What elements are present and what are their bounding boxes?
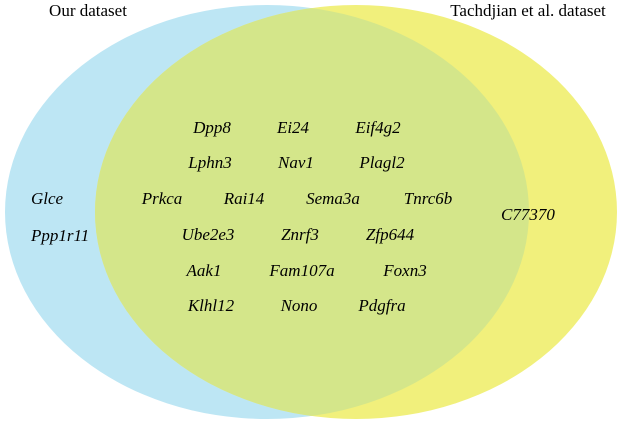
left-only-genes: Glce Ppp1r11 [30, 189, 89, 245]
gene-label: Tnrc6b [404, 189, 453, 208]
intersection-genes: Dpp8 Ei24 Eif4g2 Lphn3 Nav1 Plagl2 Prkca… [141, 118, 453, 315]
gene-label: Eif4g2 [354, 118, 401, 137]
our-dataset-label: Our dataset [49, 1, 127, 20]
gene-label: C77370 [501, 205, 555, 224]
gene-label: Ube2e3 [182, 225, 235, 244]
intersection-region [95, 5, 529, 419]
gene-label: Glce [31, 189, 64, 208]
gene-label: Fam107a [268, 261, 334, 280]
gene-label: Nav1 [277, 153, 314, 172]
gene-label: Ppp1r11 [30, 226, 89, 245]
gene-label: Znrf3 [281, 225, 319, 244]
right-only-genes: C77370 [501, 205, 555, 224]
gene-label: Foxn3 [382, 261, 426, 280]
gene-label: Klhl12 [187, 296, 235, 315]
gene-label: Prkca [141, 189, 183, 208]
gene-label: Aak1 [186, 261, 222, 280]
gene-label: Ei24 [276, 118, 310, 137]
gene-label: Rai14 [223, 189, 265, 208]
gene-label: Dpp8 [192, 118, 231, 137]
gene-label: Zfp644 [366, 225, 415, 244]
gene-label: Lphn3 [187, 153, 231, 172]
gene-label: Sema3a [306, 189, 360, 208]
gene-label: Nono [280, 296, 318, 315]
gene-label: Plagl2 [358, 153, 405, 172]
tachdjian-dataset-label: Tachdjian et al. dataset [450, 1, 606, 20]
gene-label: Pdgfra [357, 296, 405, 315]
